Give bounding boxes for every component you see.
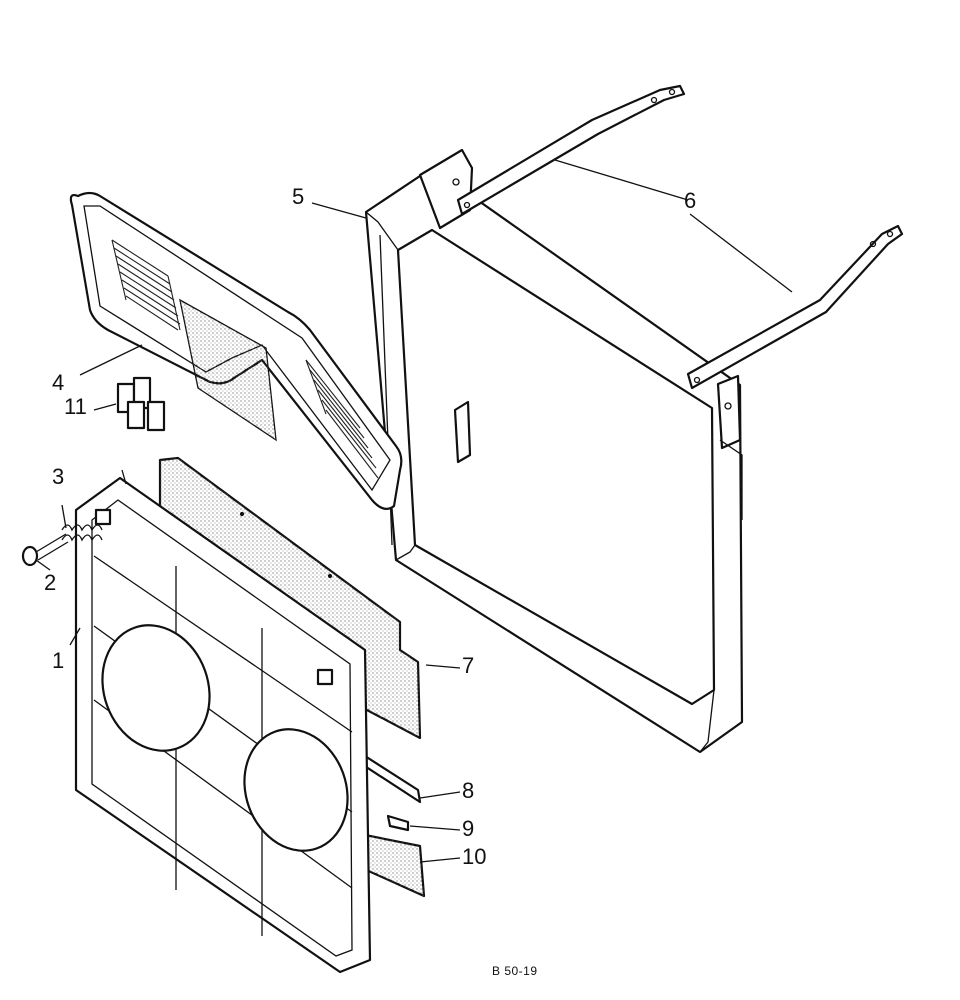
seal-strip-part-9 — [386, 814, 410, 832]
callout-3: 3 — [52, 464, 65, 489]
figure-code: B 50-19 — [492, 964, 538, 978]
front-frame-part-1 — [74, 476, 372, 974]
spring-part-3 — [61, 524, 103, 542]
clips-part-11 — [116, 376, 166, 432]
leader-lines — [35, 159, 793, 863]
bolt-part-2 — [21, 533, 69, 567]
callout-1: 1 — [52, 648, 65, 673]
callout-8: 8 — [462, 778, 475, 803]
callout-11: 11 — [64, 394, 87, 419]
callout-2: 2 — [44, 570, 57, 595]
callout-9: 9 — [462, 816, 475, 841]
callout-6: 6 — [684, 188, 697, 213]
grille-panel-part-4 — [69, 191, 403, 511]
callout-5: 5 — [292, 184, 305, 209]
shroud-frame-part-5 — [364, 148, 744, 754]
callout-10: 10 — [462, 844, 487, 869]
support-bars-part-6 — [456, 84, 904, 390]
callout-4: 4 — [52, 370, 65, 395]
callout-7: 7 — [462, 653, 475, 678]
